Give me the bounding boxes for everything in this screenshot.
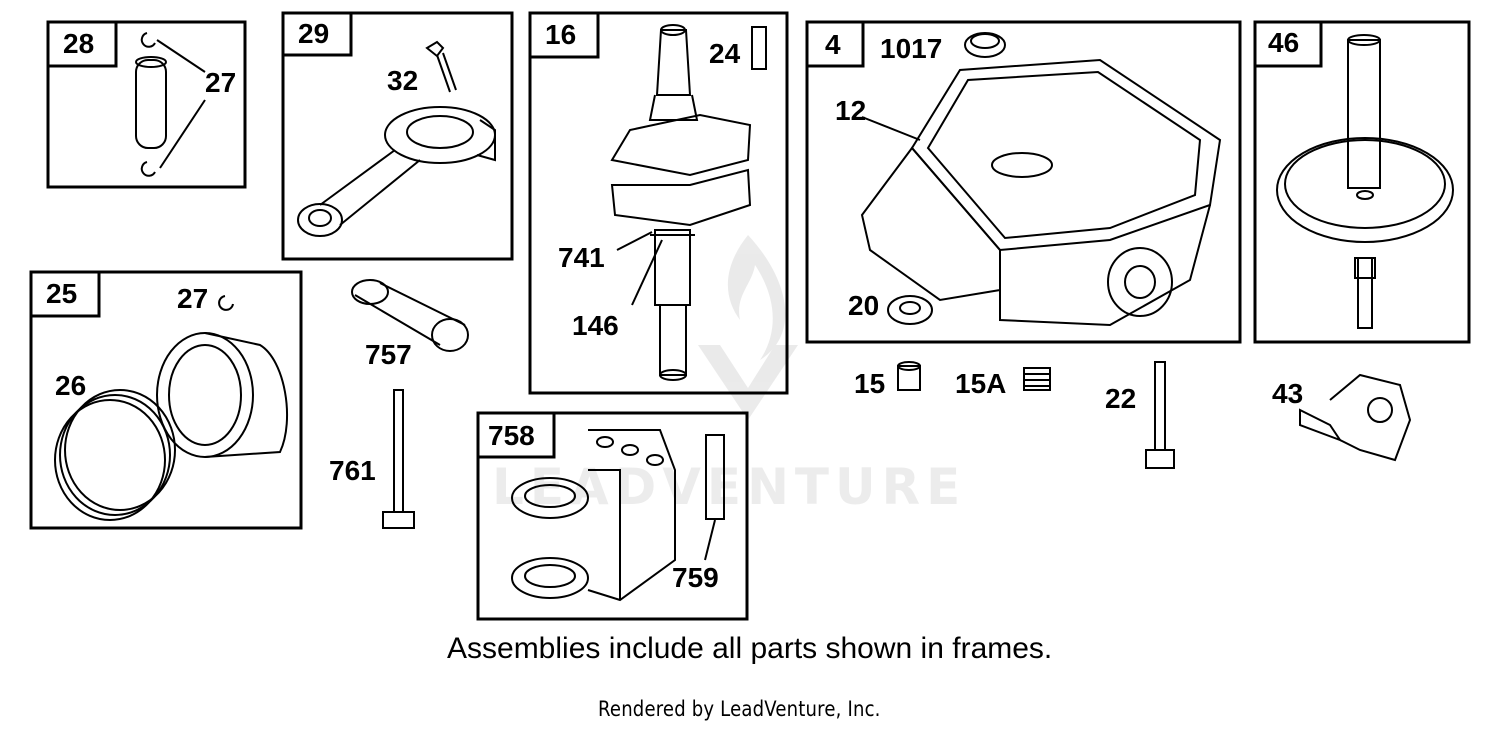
frame-758: 758 759 <box>476 411 749 621</box>
plug-15-part <box>897 361 921 391</box>
watermark-logo <box>698 235 798 420</box>
callout-15A: 15A <box>955 368 1006 399</box>
connecting-rod-part <box>297 40 496 237</box>
camshaft-part <box>1276 34 1454 329</box>
plug-15A-part <box>1023 367 1051 391</box>
callout-757: 757 <box>365 339 412 370</box>
callout-15: 15 <box>854 368 885 399</box>
link-757-part <box>351 279 469 352</box>
frame-id: 29 <box>298 18 329 49</box>
frame-id: 28 <box>63 28 94 59</box>
callout-741: 741 <box>558 242 605 273</box>
frame-46: 46 <box>1253 20 1471 344</box>
callout-26: 26 <box>55 370 86 401</box>
frame-id: 4 <box>825 29 841 60</box>
callout-32: 32 <box>387 65 418 96</box>
callout-12: 12 <box>835 95 866 126</box>
crankshaft-part <box>610 24 767 381</box>
callout-24: 24 <box>709 38 741 69</box>
callout-43: 43 <box>1272 378 1303 409</box>
callout-146: 146 <box>572 310 619 341</box>
bolt-22-part <box>1145 361 1175 469</box>
callout-1017: 1017 <box>880 33 942 64</box>
frame-16: 16 24 741 146 <box>528 11 789 395</box>
watermark-text: LEADVENTURE <box>492 458 967 516</box>
frame-id: 25 <box>46 278 77 309</box>
frame-4: 4 1017 12 20 <box>805 20 1242 344</box>
assembly-note: Assemblies include all parts shown in fr… <box>447 632 1053 665</box>
frame-id: 16 <box>545 19 576 50</box>
governor-43-part <box>1299 373 1412 462</box>
frame-id: 46 <box>1268 27 1299 58</box>
yoke-part <box>511 429 725 602</box>
render-credit: Rendered by LeadVenture, Inc. <box>598 697 881 721</box>
callout-27: 27 <box>177 283 208 314</box>
frame-id: 758 <box>488 420 535 451</box>
callout-20: 20 <box>848 290 879 321</box>
bolt-761-part <box>382 389 415 529</box>
piston-pin-part <box>135 32 206 177</box>
frame-25: 25 27 26 <box>29 270 303 530</box>
callout-22: 22 <box>1105 383 1136 414</box>
callout-759: 759 <box>672 562 719 593</box>
callout-27: 27 <box>205 67 236 98</box>
callout-761: 761 <box>329 455 376 486</box>
frame-29: 29 32 <box>281 11 514 261</box>
frame-28: 28 27 <box>46 20 247 189</box>
piston-part <box>54 295 289 521</box>
sump-part <box>860 32 1222 327</box>
